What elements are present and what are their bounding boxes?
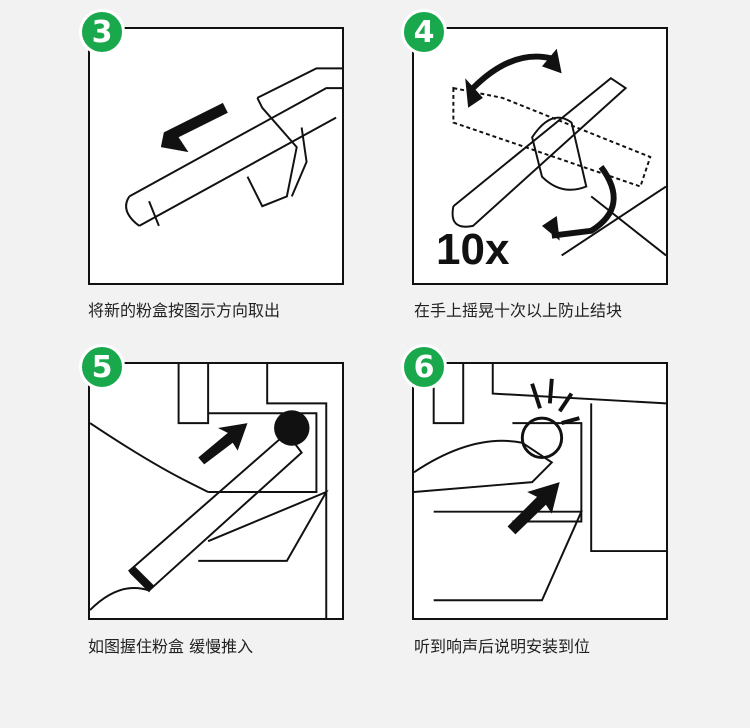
step-caption: 在手上摇晃十次以上防止结块 (414, 301, 623, 320)
step-caption: 听到响声后说明安装到位 (414, 637, 591, 656)
step-5-illustration (88, 362, 344, 620)
step-badge: 6 (401, 344, 447, 390)
step-6-illustration (412, 362, 668, 620)
step-badge: 4 (401, 9, 447, 55)
step-badge: 5 (79, 344, 125, 390)
arrow-left-icon (160, 102, 228, 153)
step-caption: 将新的粉盒按图示方向取出 (88, 301, 281, 320)
shake-cartridge-drawing (451, 48, 666, 257)
step-caption: 如图握住粉盒 缓慢推入 (88, 637, 254, 656)
remove-cartridge-drawing (125, 67, 342, 227)
click-into-place-drawing (414, 364, 666, 602)
step-3-illustration (88, 27, 344, 285)
arrow-in-icon (507, 482, 560, 535)
arrow-in-icon (198, 423, 248, 465)
step-badge: 3 (79, 9, 125, 55)
insert-cartridge-drawing (90, 364, 329, 618)
step-4-illustration: 10x (412, 27, 668, 285)
shake-count-label: 10x (436, 225, 510, 274)
